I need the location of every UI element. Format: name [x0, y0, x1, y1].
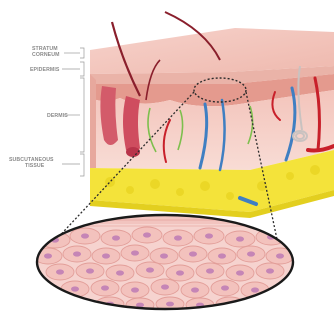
- dermis-side: [90, 74, 96, 168]
- layer-labels: STRATUM CORNEUM EPIDERMIS DERMIS SUBCUTA…: [9, 46, 68, 169]
- label-leader-lines: [62, 48, 84, 176]
- label-stratum-corneum-line2: CORNEUM: [32, 52, 60, 58]
- label-epidermis: EPIDERMIS: [30, 67, 60, 73]
- skin-block-icon: [90, 12, 334, 218]
- magnified-epidermis-cells: [30, 210, 300, 320]
- label-dermis: DERMIS: [47, 113, 68, 119]
- label-subcutaneous-line2: TISSUE: [25, 163, 45, 169]
